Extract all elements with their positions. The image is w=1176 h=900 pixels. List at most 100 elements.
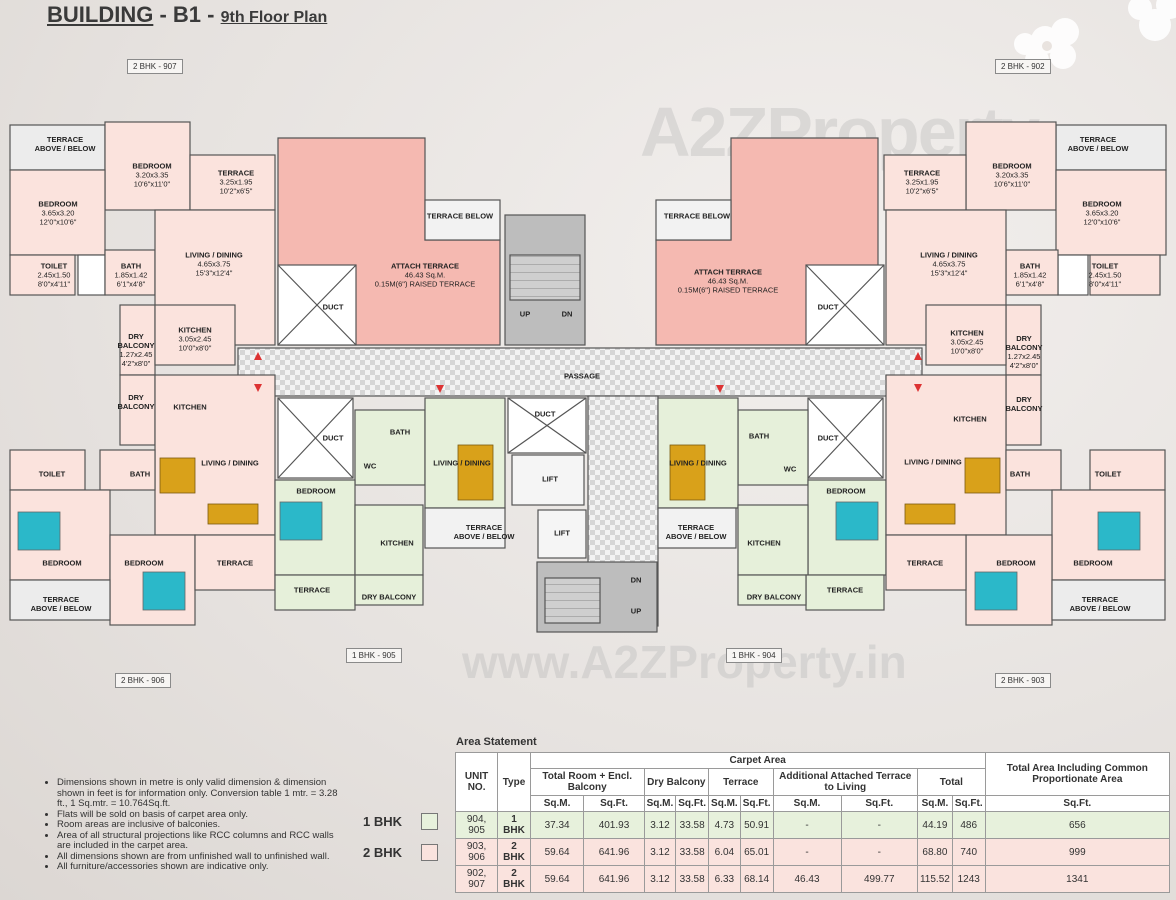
cell: - [772,811,842,839]
title-sep1: - [159,2,167,27]
notes-list: Dimensions shown in metre is only valid … [48,777,338,873]
cell: 401.93 [583,811,645,839]
unit-tag-905: 1 BHK - 905 [346,648,402,663]
room-living: LIVING / DINING [669,458,727,468]
cell: 740 [951,838,986,866]
room-terrace: TERRACE [906,558,944,568]
cell: 50.91 [739,811,774,839]
room-bedroom: BEDROOM [124,558,164,568]
cell: 3.12 [643,811,677,839]
col-dry: Dry Balcony [643,768,710,796]
cell: 3.12 [643,865,677,893]
room-living: LIVING / DINING [433,458,491,468]
col-type: Type [497,752,531,812]
cell-type: 2 BHK [497,865,531,893]
cell: 33.58 [675,865,710,893]
page-title: BUILDING - B1 - 9th Floor Plan [47,2,327,28]
legend-1bhk-swatch [421,813,438,830]
unit-sqft: Sq.Ft. [840,795,918,812]
room-terrace: TERRACE [216,558,254,568]
note-item: All furniture/accessories shown are indi… [57,861,338,873]
room-terrace: TERRACE [293,585,331,595]
cell: 641.96 [583,865,645,893]
unit-tag-902: 2 BHK - 902 [995,59,1051,74]
cell: 37.34 [529,811,585,839]
room-toilet: TOILET [1094,469,1122,479]
room-toilet: TOILET [38,469,66,479]
cell: 656 [984,811,1171,839]
room-kitchen: KITCHEN [953,414,987,424]
col-total-room: Total Room + Encl. Balcony [529,768,645,796]
note-item: Dimensions shown in metre is only valid … [57,777,338,810]
unit-tag-904: 1 BHK - 904 [726,648,782,663]
unit-sqm: Sq.M. [916,795,953,812]
watermark-url: www.A2ZProperty.in [462,636,907,688]
lift-label: LIFT [542,474,558,484]
room-terrace-below: TERRACE BELOW [426,211,494,221]
unit-sqft: Sq.Ft. [984,795,1171,812]
cell: 6.33 [708,865,741,893]
cell-type: 1 BHK [497,811,531,839]
room-living: LIVING / DINING [904,457,962,467]
room-bath: BATH [129,469,151,479]
room-kitchen: KITCHEN [173,402,207,412]
unit-tag-906: 2 BHK - 906 [115,673,171,688]
table-row: 902, 907 2 BHK 59.64 641.96 3.12 33.58 6… [454,865,1171,893]
unit-sqm: Sq.M. [772,795,842,812]
cell: 59.64 [529,865,585,893]
floor-plan [9,121,1167,633]
room-bath: BATH [389,427,411,437]
room-duct: DUCT [322,433,344,443]
col-carpet: Carpet Area [529,752,986,769]
cell: - [840,838,918,866]
unit-sqft: Sq.Ft. [951,795,986,812]
unit-sqm: Sq.M. [643,795,677,812]
note-item: Area of all structural projections like … [57,830,338,852]
room-duct: DUCT [817,302,839,312]
stair-up: UP [519,309,531,319]
stair-dn: DN [561,309,573,319]
legend-2bhk-swatch [421,844,438,861]
cell: 1341 [984,865,1171,893]
cell: 486 [951,811,986,839]
room-bath: BATH [1009,469,1031,479]
cell: 4.73 [708,811,741,839]
cell: 65.01 [739,838,774,866]
unit-sqft: Sq.Ft. [675,795,710,812]
table-row: 903, 906 2 BHK 59.64 641.96 3.12 33.58 6… [454,838,1171,866]
unit-tag-907: 2 BHK - 907 [127,59,183,74]
title-sep2: - [207,2,215,27]
stair-dn: DN [630,575,642,585]
room-living: LIVING / DINING [201,458,259,468]
legend-2bhk: 2 BHK [363,844,438,861]
room-wc: WC [363,461,377,471]
room-duct: DUCT [817,433,839,443]
cell: 68.80 [916,838,953,866]
cell: 999 [984,838,1171,866]
cell: 499.77 [840,865,918,893]
unit-tag-903: 2 BHK - 903 [995,673,1051,688]
col-terrace: Terrace [708,768,774,796]
cell: 59.64 [529,838,585,866]
room-duct: DUCT [322,302,344,312]
legend-2bhk-label: 2 BHK [363,845,403,860]
lift-label: LIFT [554,528,570,538]
col-total-incl: Total Area Including Common Proportionat… [984,752,1171,796]
room-kitchen: KITCHEN [747,538,781,548]
